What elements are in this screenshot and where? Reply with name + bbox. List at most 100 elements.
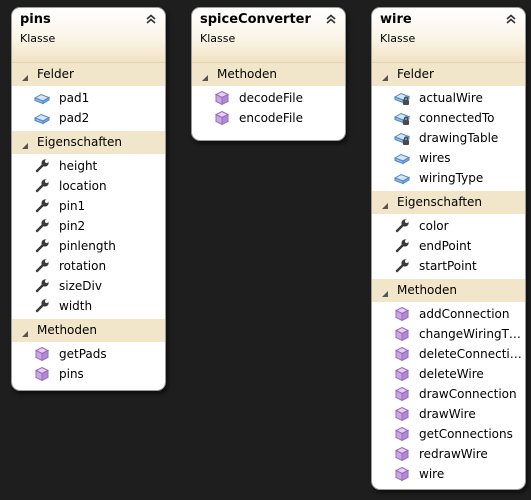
methods-list: addConnection changeWiringT… deleteConne… [372, 302, 525, 487]
member-label: deleteConnecti… [419, 347, 521, 361]
field-item[interactable]: wires [372, 148, 525, 168]
method-item[interactable]: changeWiringT… [372, 324, 525, 344]
collapse-triangle-icon[interactable] [21, 327, 29, 337]
field-item[interactable]: pad1 [12, 88, 165, 108]
method-item[interactable]: deleteConnecti… [372, 344, 525, 364]
class-box-wire[interactable]: wire Klasse Felder actualWire connectedT… [371, 7, 526, 490]
section-methods[interactable]: Methoden [12, 319, 165, 342]
collapse-triangle-icon[interactable] [381, 71, 389, 81]
field-item[interactable]: pad2 [12, 108, 165, 128]
member-label: drawWire [419, 407, 476, 421]
collapse-triangle-icon[interactable] [381, 199, 389, 209]
method-cube-icon [394, 446, 410, 462]
section-methods[interactable]: Methoden [372, 279, 525, 302]
wrench-property-icon [394, 218, 410, 234]
section-label: Methoden [37, 323, 97, 337]
method-cube-icon [394, 306, 410, 322]
property-item[interactable]: width [12, 296, 165, 316]
method-cube-icon [394, 326, 410, 342]
collapse-triangle-icon[interactable] [21, 71, 29, 81]
private-field-icon [394, 90, 410, 106]
section-label: Felder [397, 67, 434, 81]
properties-list: color endPoint startPoint [372, 214, 525, 279]
section-properties[interactable]: Eigenschaften [12, 131, 165, 154]
field-item[interactable]: actualWire [372, 88, 525, 108]
collapse-chevron-icon[interactable] [504, 12, 518, 26]
member-label: rotation [59, 259, 107, 273]
class-name: spiceConverter [200, 12, 311, 27]
section-label: Methoden [217, 67, 277, 81]
member-label: height [59, 159, 98, 173]
field-item[interactable]: wiringType [372, 168, 525, 188]
member-label: pad2 [59, 111, 90, 125]
method-item[interactable]: drawConnection [372, 384, 525, 404]
property-item[interactable]: startPoint [372, 256, 525, 276]
method-item[interactable]: drawWire [372, 404, 525, 424]
collapse-triangle-icon[interactable] [21, 139, 29, 149]
property-item[interactable]: pin1 [12, 196, 165, 216]
method-item[interactable]: getConnections [372, 424, 525, 444]
member-label: sizeDiv [59, 279, 102, 293]
collapse-triangle-icon[interactable] [201, 71, 209, 81]
member-label: addConnection [419, 307, 510, 321]
section-label: Eigenschaften [397, 195, 483, 209]
property-item[interactable]: rotation [12, 256, 165, 276]
collapse-chevron-icon[interactable] [324, 12, 338, 26]
method-cube-icon [394, 346, 410, 362]
member-label: pin1 [59, 199, 86, 213]
method-item[interactable]: addConnection [372, 304, 525, 324]
class-name: pins [20, 12, 51, 27]
method-item[interactable]: decodeFile [192, 88, 345, 108]
method-item[interactable]: wire [372, 464, 525, 484]
wrench-property-icon [34, 238, 50, 254]
wrench-property-icon [34, 278, 50, 294]
class-stereotype: Klasse [200, 32, 236, 45]
method-item[interactable]: getPads [12, 344, 165, 364]
methods-list: decodeFile encodeFile [192, 86, 345, 131]
property-item[interactable]: sizeDiv [12, 276, 165, 296]
class-header[interactable]: wire Klasse [372, 8, 525, 63]
field-item[interactable]: connectedTo [372, 108, 525, 128]
field-icon [34, 90, 50, 106]
class-stereotype: Klasse [20, 32, 56, 45]
property-item[interactable]: location [12, 176, 165, 196]
field-icon [34, 110, 50, 126]
section-properties[interactable]: Eigenschaften [372, 191, 525, 214]
class-header[interactable]: spiceConverter Klasse [192, 8, 345, 63]
property-item[interactable]: height [12, 156, 165, 176]
property-item[interactable]: color [372, 216, 525, 236]
member-label: endPoint [419, 239, 472, 253]
section-fields[interactable]: Felder [372, 63, 525, 86]
property-item[interactable]: pinlength [12, 236, 165, 256]
wrench-property-icon [34, 258, 50, 274]
member-label: wiringType [419, 171, 484, 185]
method-item[interactable]: pins [12, 364, 165, 384]
method-item[interactable]: deleteWire [372, 364, 525, 384]
method-item[interactable]: encodeFile [192, 108, 345, 128]
method-cube-icon [34, 366, 50, 382]
collapse-chevron-icon[interactable] [144, 12, 158, 26]
member-label: connectedTo [419, 111, 495, 125]
field-item[interactable]: drawingTable [372, 128, 525, 148]
field-icon [394, 150, 410, 166]
fields-list: actualWire connectedTo drawingTable wire… [372, 86, 525, 191]
class-stereotype: Klasse [380, 32, 416, 45]
class-box-pins[interactable]: pins Klasse Felder pad1 pad2 Eigenschaft… [11, 7, 166, 391]
section-methods[interactable]: Methoden [192, 63, 345, 86]
section-fields[interactable]: Felder [12, 63, 165, 86]
member-label: pin2 [59, 219, 86, 233]
wrench-property-icon [34, 178, 50, 194]
member-label: encodeFile [239, 111, 304, 125]
class-box-spiceconverter[interactable]: spiceConverter Klasse Methoden decodeFil… [191, 7, 346, 141]
section-label: Felder [37, 67, 74, 81]
collapse-triangle-icon[interactable] [381, 287, 389, 297]
private-field-icon [394, 130, 410, 146]
method-cube-icon [394, 406, 410, 422]
property-item[interactable]: pin2 [12, 216, 165, 236]
method-item[interactable]: redrawWire [372, 444, 525, 464]
property-item[interactable]: endPoint [372, 236, 525, 256]
class-header[interactable]: pins Klasse [12, 8, 165, 63]
member-label: wires [419, 151, 451, 165]
member-label: startPoint [419, 259, 477, 273]
methods-list: getPads pins [12, 342, 165, 387]
